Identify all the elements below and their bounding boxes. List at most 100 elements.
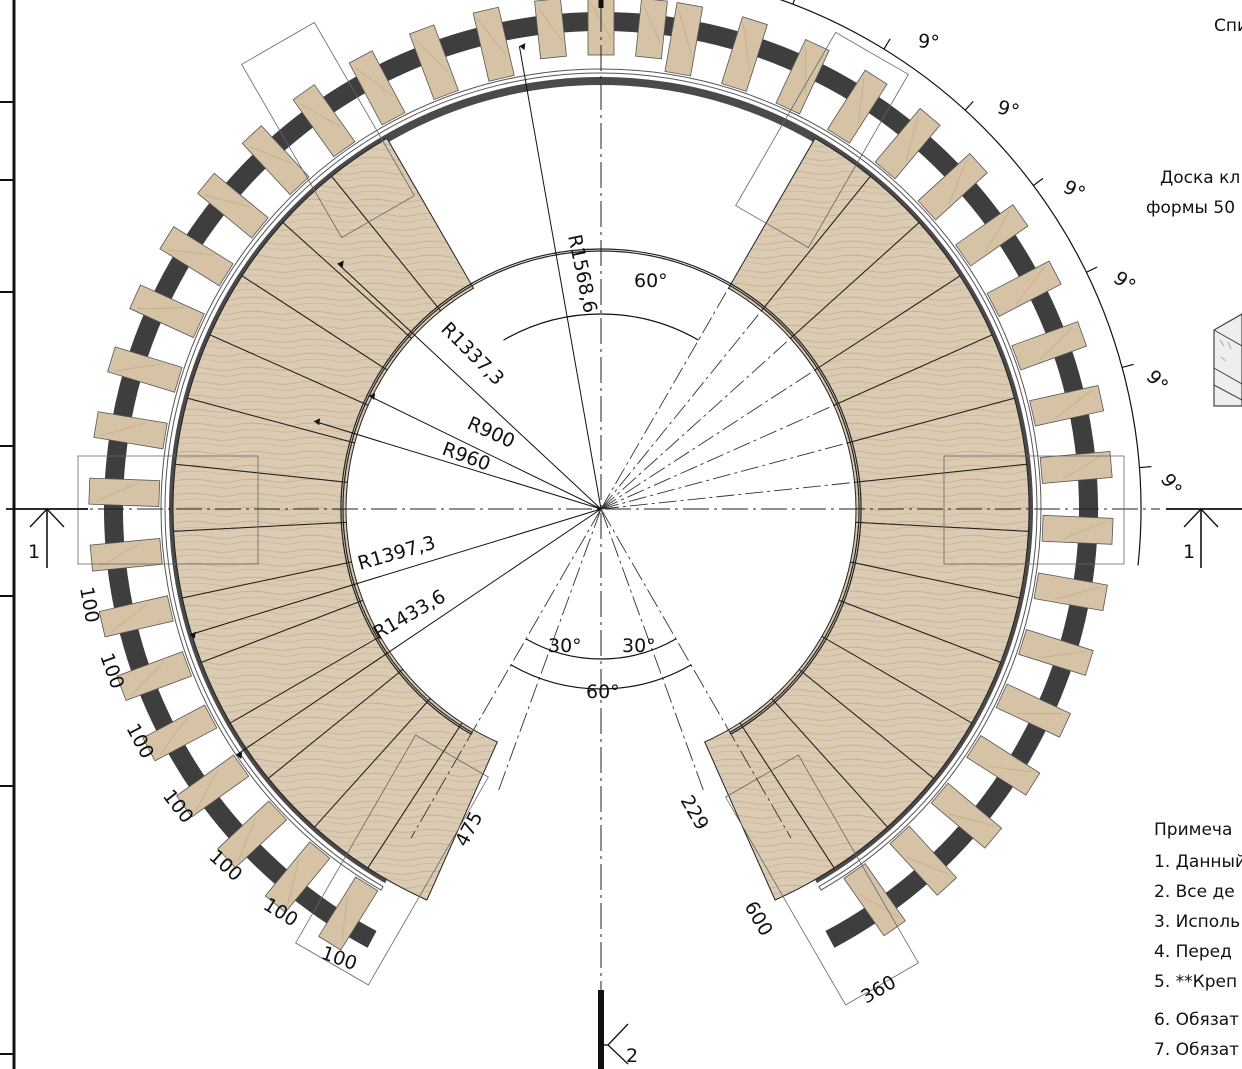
tread-group <box>88 0 1114 951</box>
leader-arrow <box>337 260 344 268</box>
angle-arc-bottom-inner <box>525 638 677 660</box>
outer-board <box>98 595 174 638</box>
radius-leader <box>235 508 602 756</box>
note-item: 4. Перед <box>1154 942 1232 962</box>
note-item: 3. Исполь <box>1154 912 1241 932</box>
note-item: 5. **Креп <box>1154 972 1238 992</box>
outer-board <box>93 411 168 450</box>
section-marker-left <box>6 507 88 568</box>
note-item: 6. Обязат <box>1154 1010 1240 1030</box>
note-item: 1. Данный <box>1154 852 1242 872</box>
wedge-tread <box>173 521 353 599</box>
wedge-tread <box>241 221 413 371</box>
step-tick <box>792 0 795 5</box>
radial-guide <box>600 369 816 510</box>
wedge-tread <box>172 463 348 532</box>
wedge-tread <box>704 722 835 901</box>
outer-board <box>159 226 234 287</box>
radial-guide <box>600 310 762 510</box>
outer-board <box>176 754 250 818</box>
leader-arrow <box>236 752 243 760</box>
outer-board <box>264 841 331 913</box>
outer-board <box>241 125 310 196</box>
radius-leader <box>368 395 602 510</box>
outer-board <box>217 800 288 869</box>
radius-leader <box>313 420 602 510</box>
radial-guide <box>600 338 791 510</box>
outer-board <box>88 477 161 507</box>
outer-board <box>1039 450 1113 484</box>
side-label-line-2: формы 50 <box>1146 198 1236 218</box>
opening-guide <box>410 508 602 839</box>
angle-label-30-left: 30° <box>548 635 582 657</box>
step-tick <box>964 100 974 111</box>
section-marker-right <box>1166 507 1242 568</box>
section-marker-bottom <box>598 990 629 1069</box>
leader-arrow <box>369 392 376 400</box>
outer-board <box>409 24 459 101</box>
header-text: Спи <box>1214 16 1242 36</box>
outer-board <box>1029 385 1105 427</box>
opening-guide <box>600 508 792 839</box>
outer-board <box>1041 514 1114 545</box>
outer-board <box>843 863 906 937</box>
note-item: 7. Обязат <box>1154 1040 1240 1060</box>
radius-label-r1433: R1433,6 <box>370 585 450 644</box>
angle-label-30-right: 30° <box>622 635 656 657</box>
outer-board <box>995 683 1072 738</box>
side-label-line-1: Доска кл <box>1160 168 1241 188</box>
step-tick <box>1121 363 1134 368</box>
outer-board <box>142 704 218 762</box>
step-angle-arc <box>779 0 1142 566</box>
outer-board <box>318 876 379 951</box>
note-item: 2. Все де <box>1154 882 1235 902</box>
section-label-bottom: 2 <box>626 1045 638 1067</box>
notes-title: Примеча <box>1154 820 1233 840</box>
step-angle-label: 9° <box>917 30 940 54</box>
outer-board <box>129 284 205 339</box>
section-label-right: 1 <box>1183 541 1195 563</box>
wedge-tread <box>174 397 356 483</box>
radius-leader <box>337 263 602 510</box>
sheet-border <box>0 0 16 1069</box>
step-angle-label: 9° <box>826 0 850 2</box>
outer-board <box>116 651 193 701</box>
step-angle-label: 9° <box>995 96 1022 123</box>
base-plate <box>735 31 909 249</box>
radial-guide <box>600 481 855 510</box>
outer-board <box>635 0 668 60</box>
inner-steel-edge <box>160 68 1042 891</box>
base-plate <box>943 455 1125 565</box>
wedge-group <box>172 137 1030 901</box>
outer-board <box>721 16 768 92</box>
wedge-tread <box>282 175 442 340</box>
step-angle-label: 9° <box>1142 366 1173 397</box>
outer-board <box>930 782 1003 849</box>
wedge-tread <box>181 561 364 664</box>
step-angle-label: 9° <box>1109 267 1139 298</box>
radial-guide <box>600 287 729 510</box>
radial-guide <box>600 442 848 510</box>
dim-label-100: 100 <box>95 650 128 692</box>
outer-board <box>89 537 163 572</box>
radius-leader <box>189 508 602 636</box>
opening-mask <box>361 919 841 1020</box>
step-tick <box>1086 266 1098 273</box>
radius-leader <box>518 46 602 510</box>
outer-board <box>197 172 269 239</box>
radius-label-r1397: R1397,3 <box>355 532 438 575</box>
wedge-tread <box>330 137 475 312</box>
leader-arrow <box>519 43 526 51</box>
outer-board <box>292 84 356 158</box>
angle-arc-top <box>503 313 699 341</box>
dim-600: 600 <box>740 898 777 940</box>
tread-block-icon <box>1213 313 1242 407</box>
outer-board <box>472 6 515 82</box>
dim-360: 360 <box>858 971 900 1008</box>
base-plate <box>241 21 415 239</box>
leader-arrow <box>314 418 321 426</box>
wedge-tread <box>186 334 369 444</box>
outer-board <box>1033 572 1108 612</box>
dim-229: 229 <box>676 792 713 834</box>
dim-label-100: 100 <box>318 942 360 975</box>
